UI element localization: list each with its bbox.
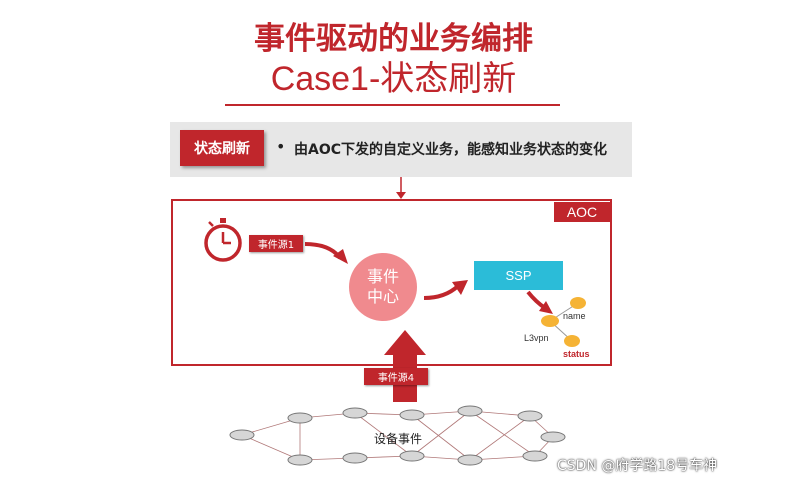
- tree-node-root: [541, 315, 559, 327]
- banner-description: 由AOC下发的自定义业务，能感知业务状态的变化: [294, 142, 608, 158]
- banner-connector-arrowhead: [396, 192, 406, 199]
- router-icon: [457, 405, 483, 417]
- event-center: 事件 中心: [349, 253, 417, 321]
- router-icon: [287, 454, 313, 466]
- event-center-line2: 中心: [366, 287, 399, 306]
- router-icon: [522, 450, 548, 462]
- arrow-network-to-center: [384, 330, 426, 402]
- router-icon: [342, 407, 368, 419]
- title-underline: [225, 104, 560, 106]
- arrow-source1-to-center: [304, 242, 348, 264]
- arrow-center-to-ssp: [423, 280, 468, 300]
- router-icon: [229, 429, 255, 441]
- router-icon: [399, 409, 425, 421]
- event-center-line1: 事件: [366, 267, 399, 286]
- attr-l3vpn-label: L3vpn: [524, 333, 549, 343]
- attr-name-label: name: [563, 311, 586, 321]
- bullet: •: [276, 137, 286, 156]
- attr-status-label: status: [563, 349, 590, 359]
- router-icon: [399, 450, 425, 462]
- network-devices: [229, 405, 566, 466]
- device-events-label: 设备事件: [374, 432, 423, 446]
- event-source-1: 事件源1: [249, 235, 303, 252]
- ssp-box: SSP: [474, 261, 563, 290]
- watermark: CSDN @府学路18号车神: [557, 458, 718, 474]
- router-icon: [540, 431, 566, 443]
- router-icon: [517, 410, 543, 422]
- router-icon: [457, 454, 483, 466]
- aoc-label: AOC: [554, 202, 610, 222]
- title-line-1: 事件驱动的业务编排: [254, 21, 533, 57]
- attribute-tree: [541, 297, 586, 347]
- status-refresh-tag: 状态刷新: [180, 130, 264, 166]
- event-source-4: 事件源4: [364, 368, 428, 385]
- router-icon: [342, 452, 368, 464]
- stopwatch-icon: [204, 218, 242, 262]
- arrow-ssp-to-tree: [526, 290, 553, 314]
- router-icon: [287, 412, 313, 424]
- tree-node-name: [570, 297, 586, 309]
- tree-node-status: [564, 335, 580, 347]
- title-line-2: Case1-状态刷新: [270, 60, 517, 98]
